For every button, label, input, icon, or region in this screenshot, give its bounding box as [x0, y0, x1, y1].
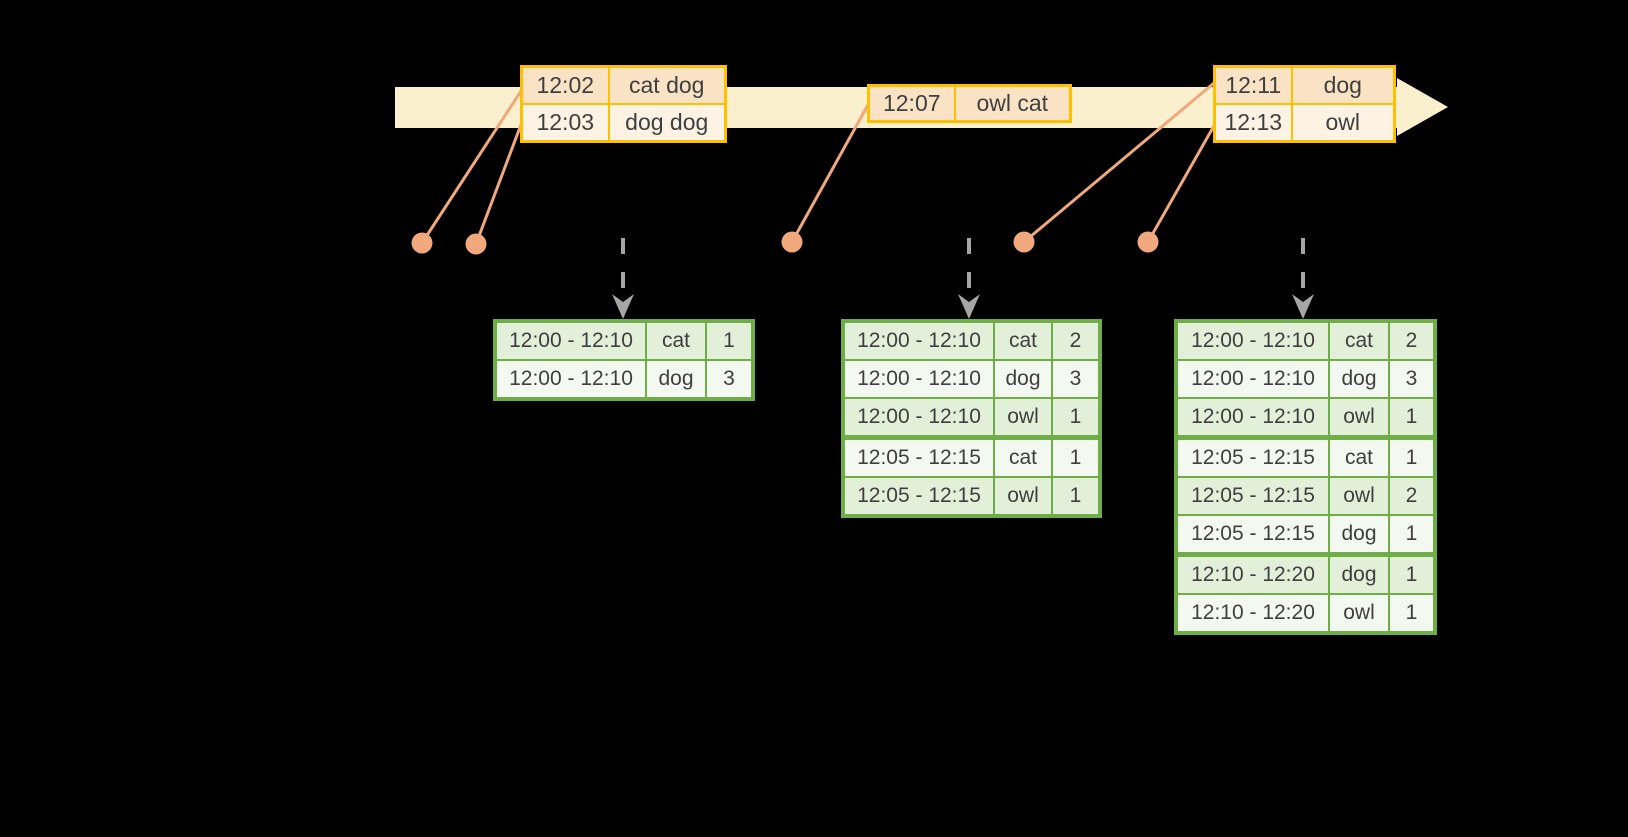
- words-cell: owl cat: [953, 84, 1072, 123]
- count-cell: 3: [1051, 359, 1101, 399]
- time-cell: 12:13: [1213, 103, 1293, 143]
- event-leader-line: [474, 121, 524, 245]
- window-cell: 12:00 - 12:10: [494, 359, 647, 400]
- word-cell: cat: [1328, 320, 1390, 361]
- window-cell: 12:10 - 12:20: [1175, 593, 1330, 634]
- time-cell: 12:07: [867, 84, 956, 123]
- words-cell: dog: [1290, 65, 1396, 105]
- word-cell: cat: [993, 320, 1053, 361]
- count-cell: 2: [1051, 320, 1101, 361]
- word-cell: owl: [1328, 476, 1390, 516]
- trigger-arrowhead-icon: [612, 294, 634, 319]
- count-cell: 1: [1388, 397, 1436, 439]
- words-cell: owl: [1290, 103, 1396, 143]
- count-cell: 3: [705, 359, 754, 400]
- event-dot: [465, 233, 487, 255]
- count-cell: 1: [1388, 552, 1436, 595]
- event-leader-line: [420, 90, 523, 244]
- window-cell: 12:05 - 12:15: [1175, 435, 1330, 478]
- window-cell: 12:10 - 12:20: [1175, 552, 1330, 595]
- words-cell: cat dog: [607, 65, 727, 105]
- window-cell: 12:00 - 12:10: [1175, 397, 1330, 439]
- event-dot: [781, 231, 803, 253]
- window-cell: 12:05 - 12:15: [842, 435, 995, 478]
- time-cell: 12:03: [520, 103, 610, 143]
- count-cell: 1: [1388, 435, 1436, 478]
- window-cell: 12:00 - 12:10: [1175, 359, 1330, 399]
- word-cell: cat: [993, 435, 1053, 478]
- count-cell: 2: [1388, 476, 1436, 516]
- event-leader-line: [1146, 123, 1217, 243]
- count-cell: 1: [1051, 397, 1101, 439]
- window-cell: 12:05 - 12:15: [842, 476, 995, 517]
- event-leader-line: [790, 102, 871, 243]
- count-cell: 1: [705, 320, 754, 361]
- word-cell: owl: [993, 397, 1053, 439]
- count-cell: 3: [1388, 359, 1436, 399]
- window-cell: 12:00 - 12:10: [842, 320, 995, 361]
- window-cell: 12:00 - 12:10: [494, 320, 647, 361]
- time-cell: 12:11: [1213, 65, 1293, 105]
- window-cell: 12:00 - 12:10: [842, 359, 995, 399]
- timeline-arrowhead-icon: [1397, 78, 1448, 136]
- word-cell: dog: [993, 359, 1053, 399]
- event-dot: [1137, 231, 1159, 253]
- word-cell: dog: [645, 359, 707, 400]
- count-cell: 2: [1388, 320, 1436, 361]
- word-cell: dog: [1328, 359, 1390, 399]
- word-cell: dog: [1328, 514, 1390, 556]
- event-leader-line: [1023, 81, 1215, 244]
- word-cell: cat: [1328, 435, 1390, 478]
- words-cell: dog dog: [607, 103, 727, 143]
- word-cell: owl: [1328, 593, 1390, 634]
- window-cell: 12:05 - 12:15: [1175, 514, 1330, 556]
- window-cell: 12:00 - 12:10: [842, 397, 995, 439]
- count-cell: 1: [1051, 435, 1101, 478]
- word-cell: dog: [1328, 552, 1390, 595]
- trigger-arrowhead-icon: [1292, 294, 1314, 319]
- event-dot: [411, 232, 433, 254]
- time-cell: 12:02: [520, 65, 610, 105]
- word-cell: owl: [993, 476, 1053, 517]
- count-cell: 1: [1388, 593, 1436, 634]
- count-cell: 1: [1051, 476, 1101, 517]
- window-cell: 12:05 - 12:15: [1175, 476, 1330, 516]
- event-dot: [1013, 231, 1035, 253]
- window-cell: 12:00 - 12:10: [1175, 320, 1330, 361]
- count-cell: 1: [1388, 514, 1436, 556]
- word-cell: cat: [645, 320, 707, 361]
- word-cell: owl: [1328, 397, 1390, 439]
- trigger-arrowhead-icon: [958, 294, 980, 319]
